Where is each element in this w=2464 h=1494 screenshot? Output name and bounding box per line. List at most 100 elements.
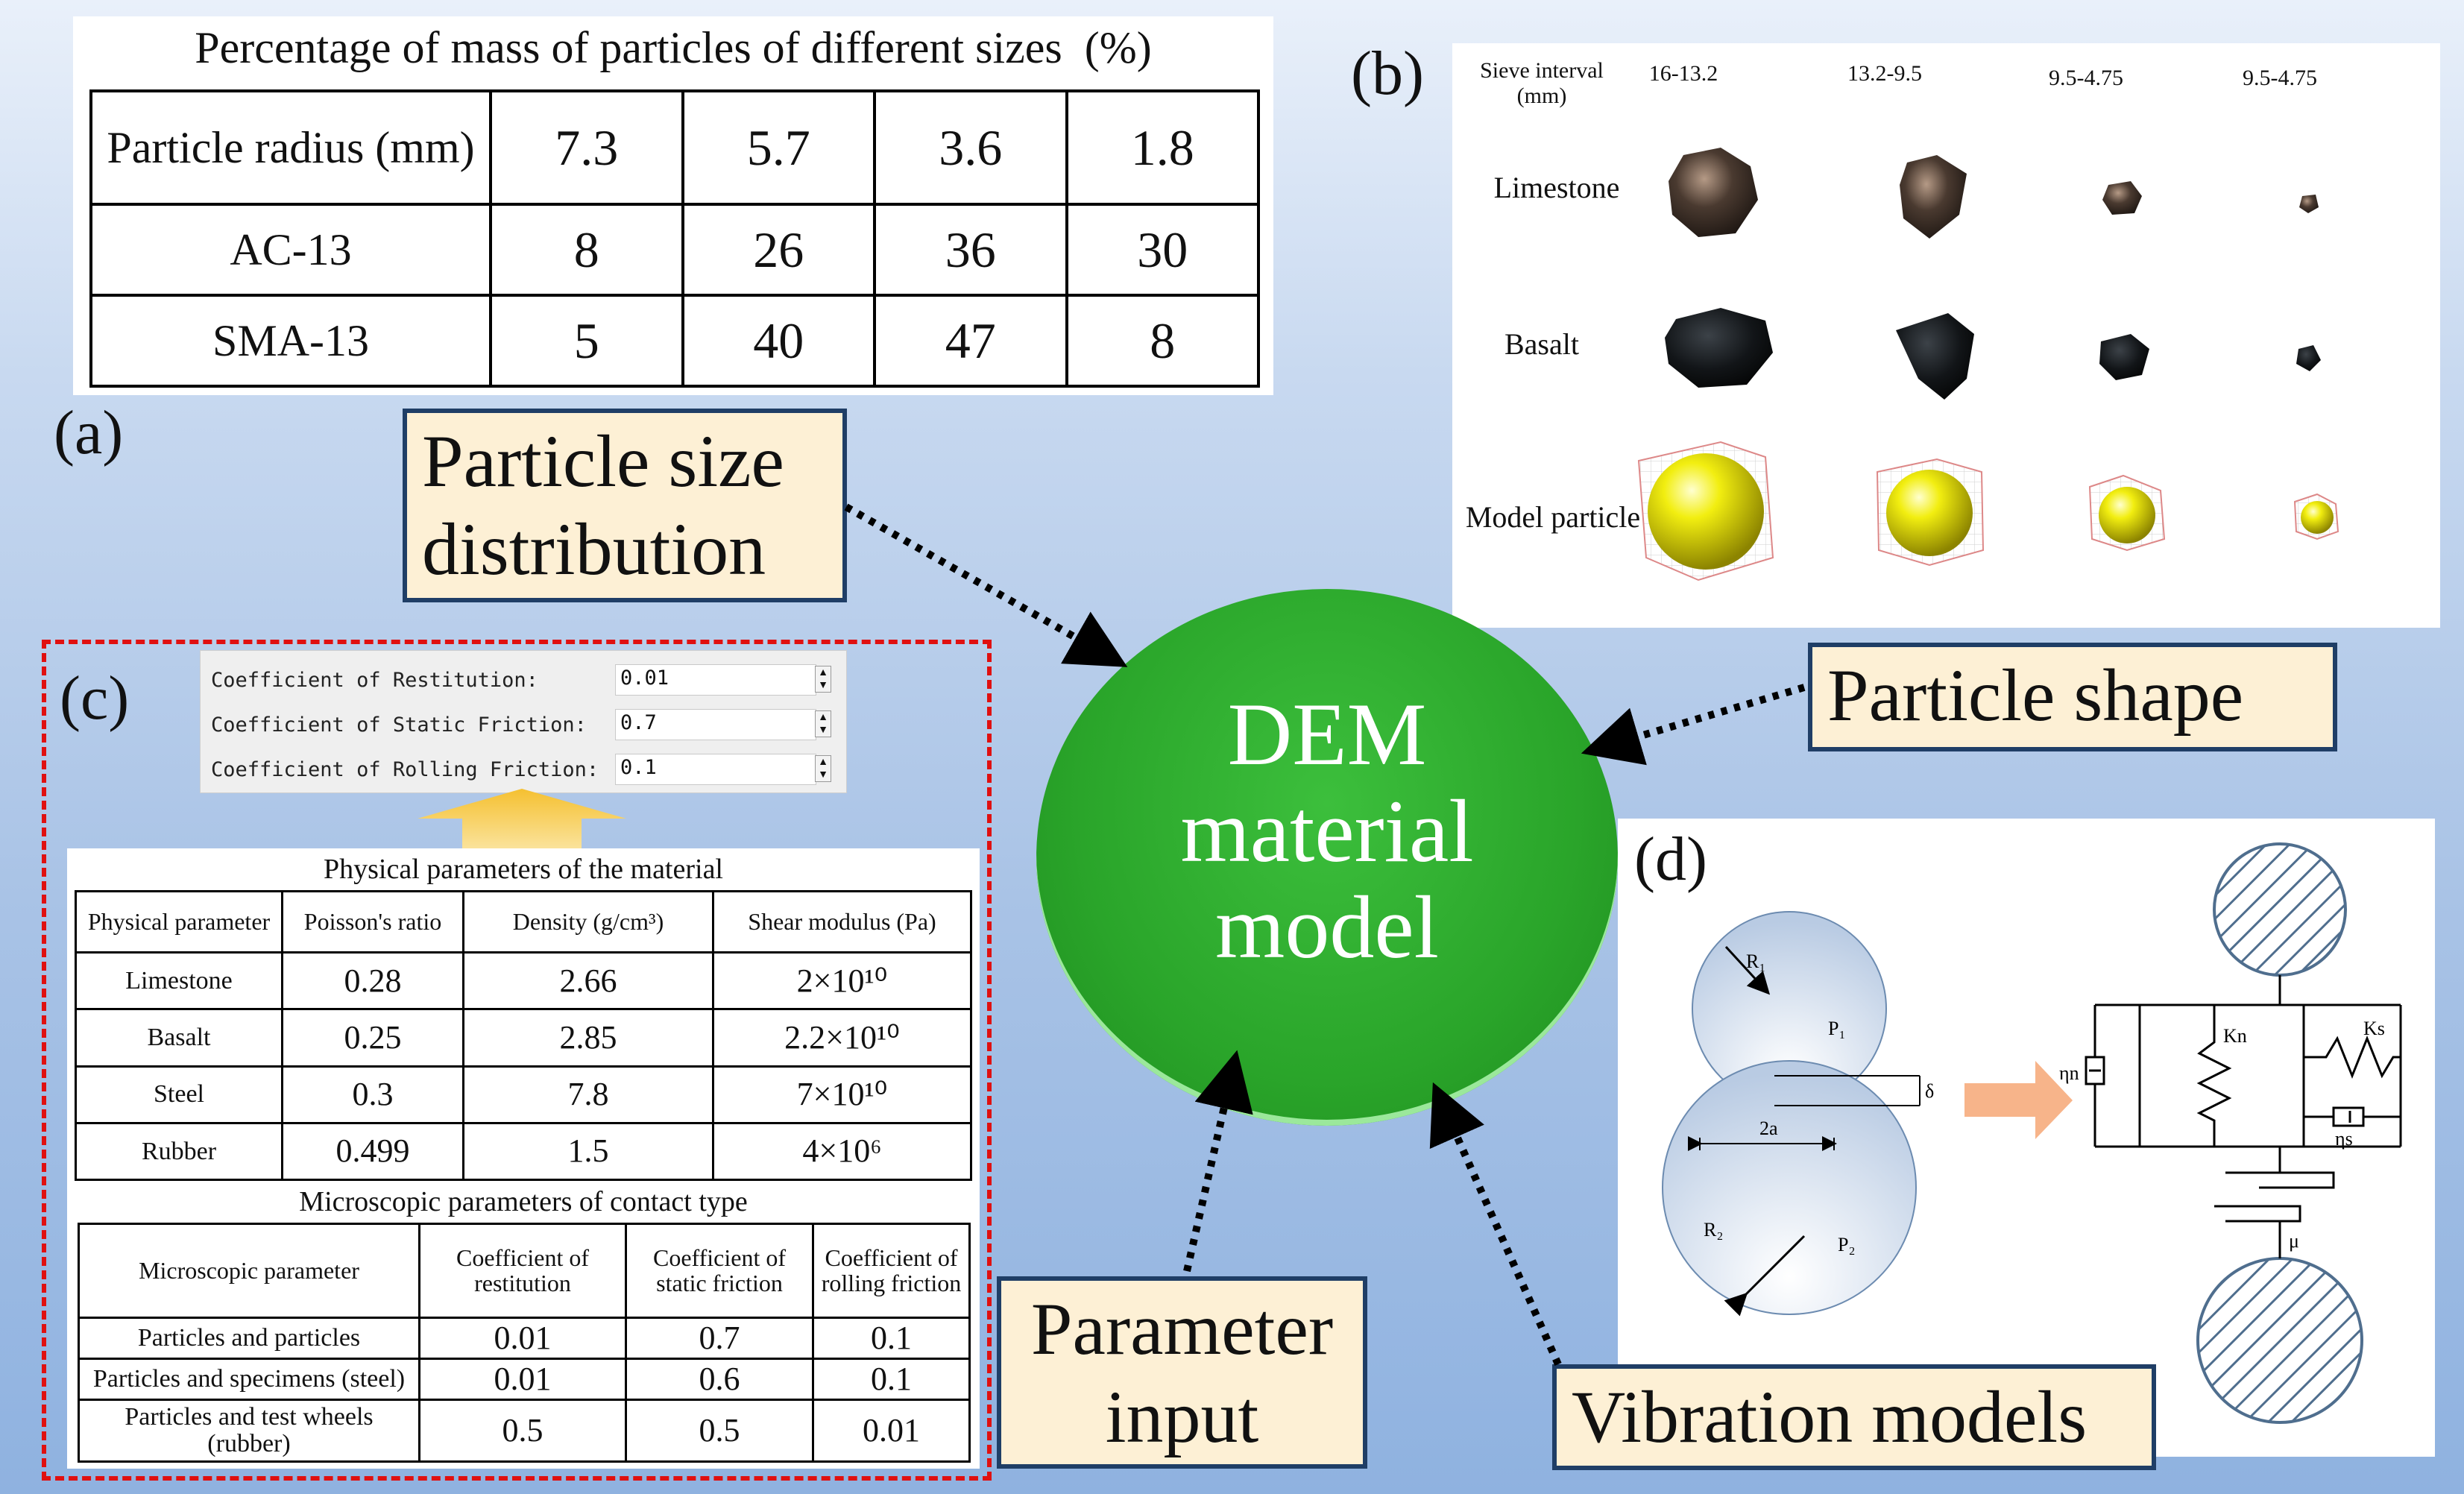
label-r2: R₂: [1704, 1219, 1723, 1241]
restitution-input[interactable]: 0.01: [615, 664, 816, 696]
sieve-column-header: 9.5-4.75: [2243, 66, 2317, 90]
table-cell: 40: [681, 294, 876, 388]
header-cell: Shear modulus (Pa): [712, 890, 972, 954]
sieve-column-header: 9.5-4.75: [2049, 66, 2123, 90]
static-friction-spinner[interactable]: ▲▼: [815, 710, 831, 737]
row-label: Rubber: [75, 1121, 283, 1182]
parameter-tables: Physical parameters of the material Phys…: [67, 848, 980, 1469]
header-cell: Density (g/cm³): [462, 890, 714, 954]
model-particle-3: [2088, 474, 2166, 552]
table-cell: 4×10⁶: [712, 1121, 972, 1182]
arrow-vibration-to-dem: [1429, 1082, 1562, 1367]
callout-particle-size: Particle size distribution: [403, 409, 847, 602]
panel-a-title-text: Percentage of mass of particles of diffe…: [195, 23, 1062, 72]
table-cell: 0.01: [418, 1357, 627, 1401]
label-kn: Kn: [2223, 1025, 2247, 1047]
right-arrow-icon: [1964, 1061, 2073, 1139]
row-label-limestone: Limestone: [1493, 171, 1620, 204]
micro-table-title: Microscopic parameters of contact type: [299, 1186, 748, 1217]
rolling-friction-spinner[interactable]: ▲▼: [815, 755, 831, 782]
physical-parameters-table: Physical parameter Poisson's ratio Densi…: [75, 890, 972, 1182]
row-label-basalt: Basalt: [1504, 327, 1579, 361]
header-cell: Physical parameter: [75, 890, 283, 954]
table-cell: 0.25: [281, 1008, 464, 1068]
label-mu: μ: [2289, 1230, 2299, 1252]
model-particle-1: [1637, 441, 1774, 581]
row-label: Particles and test wheels (rubber): [78, 1398, 420, 1463]
table-cell: 26: [681, 203, 876, 297]
panel-b: Sieve interval (mm) 16-13.2 13.2-9.5 9.5…: [1452, 43, 2440, 628]
header-cell: Poisson's ratio: [281, 890, 464, 954]
model-particle-2: [1876, 458, 1985, 567]
header-cell: Coefficient of rolling friction: [812, 1223, 971, 1319]
table-row: Basalt 0.25 2.85 2.2×10¹⁰: [75, 1008, 972, 1068]
restitution-spinner[interactable]: ▲▼: [815, 666, 831, 693]
header-cell: 1.8: [1065, 89, 1260, 207]
table-row: Particles and specimens (steel) 0.01 0.6…: [78, 1357, 971, 1401]
panel-c: [42, 640, 992, 1481]
static-friction-label: Coefficient of Static Friction:: [211, 713, 587, 737]
basalt-particle: [1665, 308, 1773, 388]
contact-model-diagram: R₁ P₁ R₂ P₂ 2a δ: [1662, 842, 2402, 1424]
panel-a-unit: (%): [1084, 23, 1152, 72]
table-row: Microscopic parameter Coefficient of res…: [78, 1223, 971, 1319]
limestone-particle: [1900, 155, 1967, 239]
callout-vibration-models: Vibration models: [1552, 1364, 2156, 1470]
panel-a-title: Percentage of mass of particles of diffe…: [73, 22, 1273, 74]
table-cell: 0.3: [281, 1065, 464, 1124]
microscopic-parameters-table: Microscopic parameter Coefficient of res…: [78, 1223, 971, 1463]
row-label: AC-13: [89, 203, 492, 297]
table-cell: 0.28: [281, 951, 464, 1011]
row-label-model-particle: Model particle: [1465, 500, 1641, 534]
row-label: Steel: [75, 1065, 283, 1124]
arrow-input-to-dem: [1183, 1050, 1253, 1273]
panel-label-c: (c): [60, 664, 130, 733]
table-cell: 1.5: [462, 1121, 714, 1182]
header-cell: 3.6: [873, 89, 1068, 207]
panel-label-a: (a): [54, 398, 124, 467]
header-cell: 5.7: [681, 89, 876, 207]
label-p1: P₁: [1828, 1018, 1846, 1039]
table-cell: 2.85: [462, 1008, 714, 1068]
row-label: Particles and specimens (steel): [78, 1357, 420, 1401]
table-cell: 0.01: [418, 1317, 627, 1360]
table-row: Particles and particles 0.01 0.7 0.1: [78, 1317, 971, 1360]
callout-parameter-input: Parameter input: [997, 1276, 1367, 1469]
header-cell: Coefficient of restitution: [418, 1223, 627, 1319]
table-cell: 0.01: [812, 1398, 971, 1463]
rolling-friction-input[interactable]: 0.1: [615, 754, 816, 785]
table-cell: 0.1: [812, 1357, 971, 1401]
table-cell: 7×10¹⁰: [712, 1065, 972, 1124]
arrow-shape-to-dem: [1581, 684, 1806, 766]
callout-particle-shape: Particle shape: [1808, 643, 2337, 751]
label-r1: R₁: [1746, 951, 1765, 972]
basalt-particle: [1896, 313, 1974, 400]
physical-table-title: Physical parameters of the material: [323, 854, 723, 885]
sieve-interval-label: Sieve interval (mm): [1480, 58, 1604, 108]
table-row: AC-13 8 26 36 30: [89, 203, 1260, 297]
model-particle-4: [2293, 493, 2339, 540]
table-row: Steel 0.3 7.8 7×10¹⁰: [75, 1065, 972, 1124]
header-cell: Coefficient of static friction: [625, 1223, 814, 1319]
header-cell: 7.3: [489, 89, 684, 207]
static-friction-input[interactable]: 0.7: [615, 709, 816, 740]
row-label: Limestone: [75, 951, 283, 1011]
label-contact: 2a: [1759, 1118, 1778, 1139]
label-eta-s: ηs: [2335, 1128, 2353, 1150]
dem-material-model-ellipse: DEM material model: [1036, 589, 1618, 1126]
particle-images: [1637, 148, 2339, 581]
table-cell: 0.1: [812, 1317, 971, 1360]
table-cell: 0.499: [281, 1121, 464, 1182]
parameter-dialog: Coefficient of Restitution: 0.01 ▲▼ Coef…: [200, 650, 847, 793]
label-eta-n: ηn: [2059, 1062, 2079, 1084]
arrow-size-to-dem: [844, 503, 1128, 667]
sieve-column-header: 13.2-9.5: [1847, 61, 1922, 86]
header-label: Particle radius (mm): [89, 89, 492, 207]
panel-a: Percentage of mass of particles of diffe…: [73, 16, 1273, 395]
header-cell: Microscopic parameter: [78, 1223, 420, 1319]
table-row: Rubber 0.499 1.5 4×10⁶: [75, 1121, 972, 1182]
table-cell: 2.2×10¹⁰: [712, 1008, 972, 1068]
table-cell: 47: [873, 294, 1068, 388]
